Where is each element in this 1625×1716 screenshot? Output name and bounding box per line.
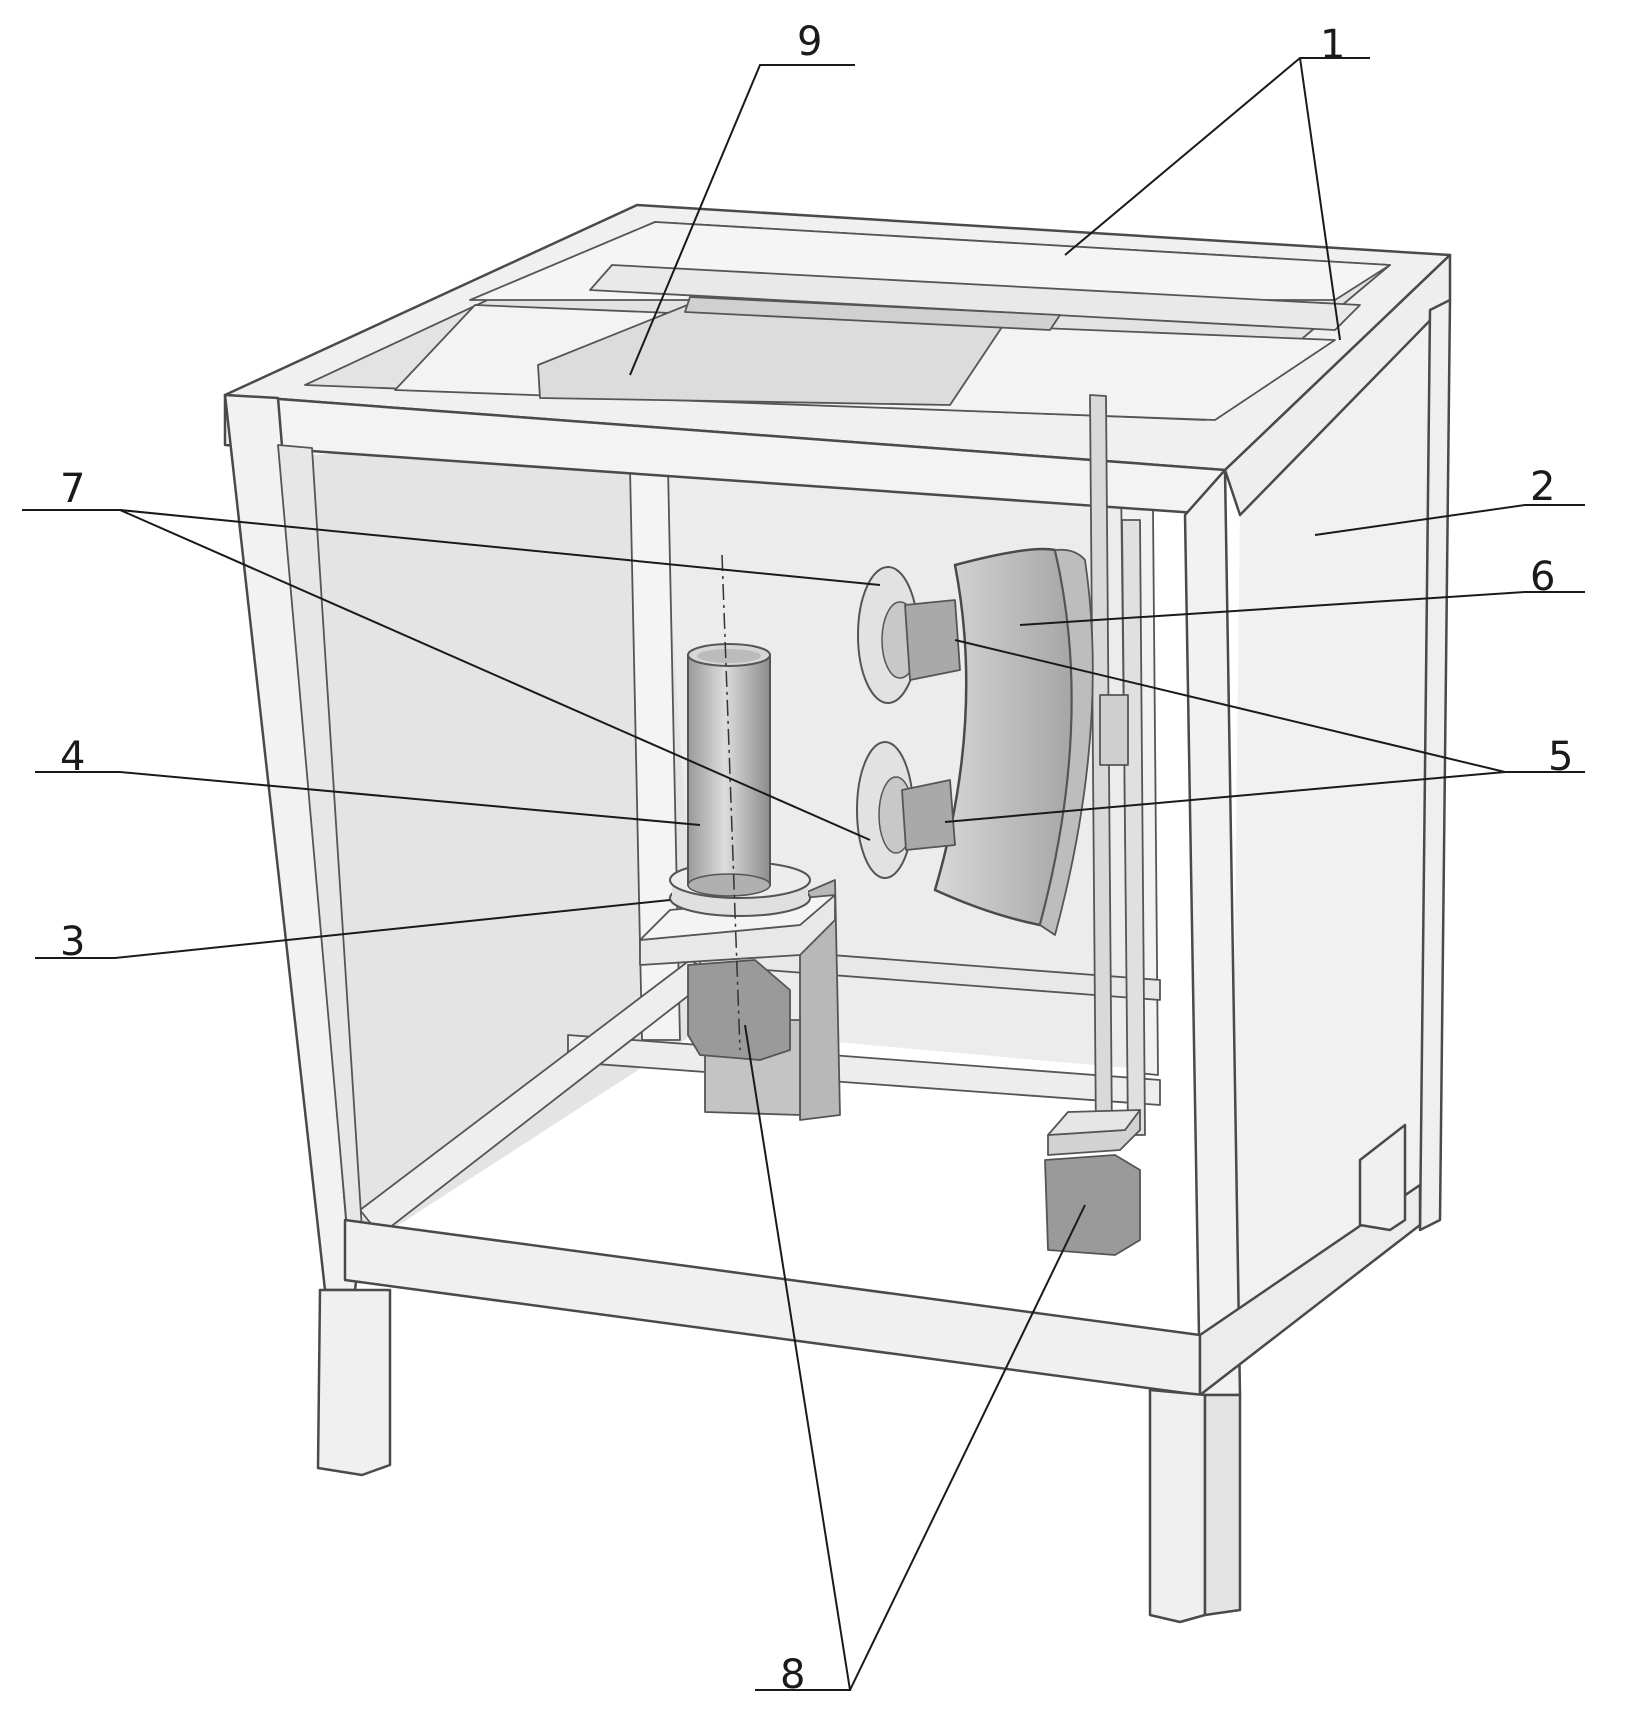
lift-motor	[1044, 1109, 1141, 1256]
lift-column	[1089, 394, 1146, 1141]
legs	[316, 1123, 1407, 1624]
slide-block	[1099, 694, 1129, 766]
right-side-panel	[1230, 310, 1430, 1335]
reference-numerals: 1 9 2 6 7 5 4 3 8	[60, 19, 1573, 1698]
label-4: 4	[60, 734, 85, 780]
label-1: 1	[1320, 22, 1345, 68]
leader-lines	[22, 57, 1585, 1691]
camera-upper	[857, 566, 961, 704]
label-7: 7	[60, 466, 85, 512]
front-right-post	[1183, 468, 1242, 1397]
leg-back-right	[1358, 1123, 1407, 1232]
top-slider-9	[537, 299, 1011, 406]
label-8: 8	[780, 1652, 805, 1698]
camera-lower	[856, 741, 956, 879]
motor-1	[687, 959, 791, 1061]
label-3: 3	[60, 919, 85, 965]
front-frame	[223, 253, 1452, 1397]
label-5: 5	[1548, 734, 1573, 780]
rotary-stage	[639, 554, 841, 1121]
leader-9	[629, 64, 855, 376]
label-6: 6	[1530, 554, 1555, 600]
top-frame	[223, 203, 1452, 472]
rotation-axis	[721, 554, 741, 1051]
label-9: 9	[797, 19, 822, 65]
motor-2	[1044, 1154, 1141, 1256]
leg-front-left	[316, 1288, 392, 1477]
leader-3	[35, 899, 671, 959]
tube-4	[687, 654, 771, 886]
leader-2	[1314, 504, 1585, 536]
leader-6	[1019, 591, 1585, 626]
label-2: 2	[1530, 464, 1555, 510]
leg-front-right	[1148, 1388, 1207, 1624]
leader-4	[35, 771, 701, 826]
leader-8	[744, 1024, 852, 1691]
